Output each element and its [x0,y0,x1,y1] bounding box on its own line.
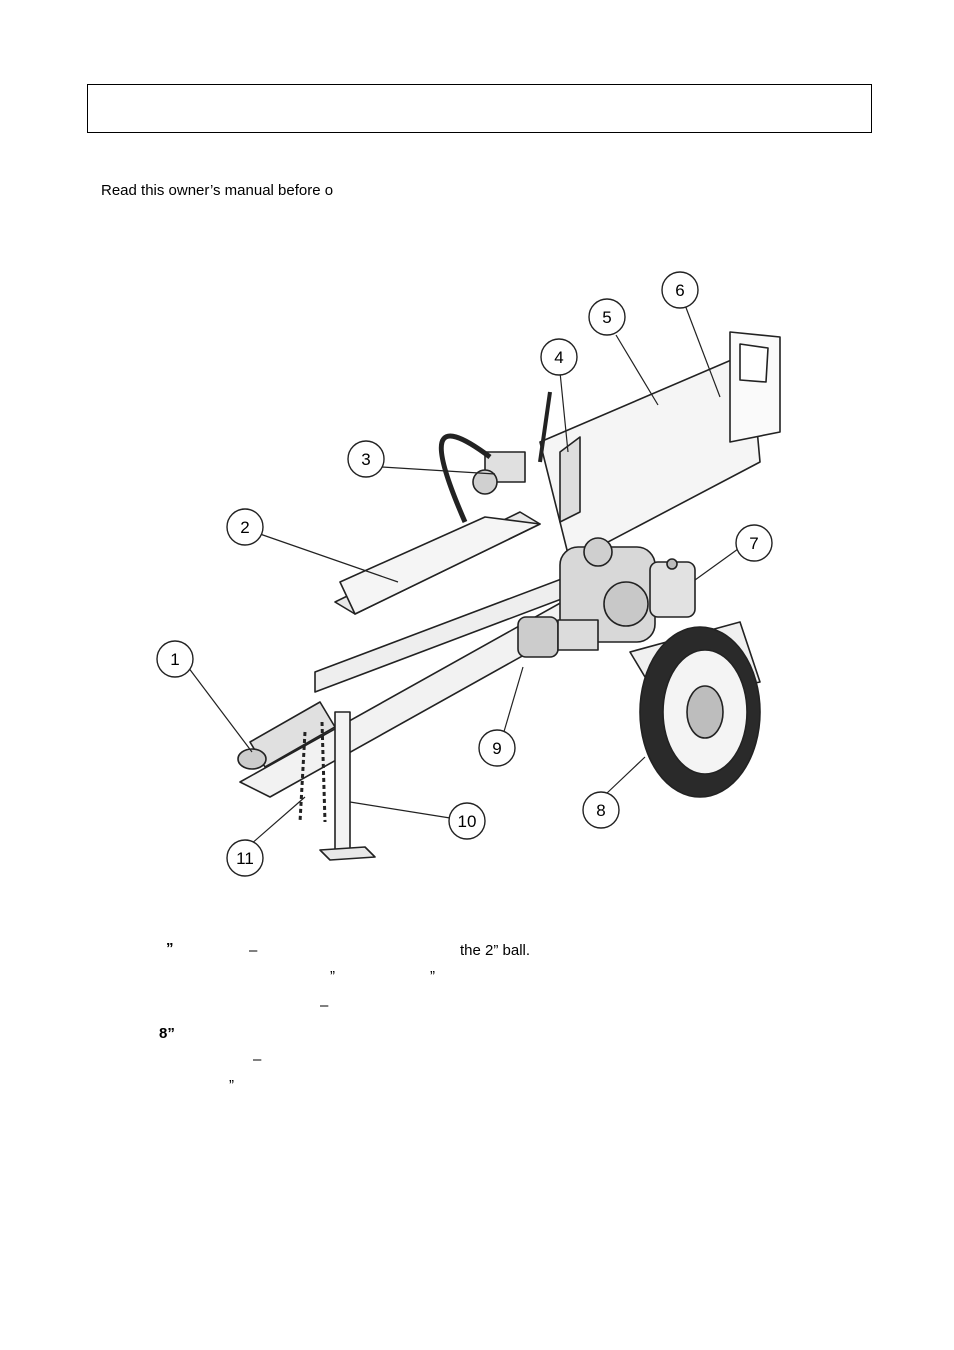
legend-fragment: ” [229,1077,234,1094]
callout-circle-5 [588,298,626,336]
callout-label-10: 10 [458,812,477,831]
callout-circle-1 [156,640,194,678]
callout-label-4: 4 [554,348,563,367]
legend-fragment: ” [330,968,335,985]
callout-circle-9 [478,729,516,767]
legend-fragment: 8” [159,1025,175,1042]
log-splitter-diagram: 1 2 3 4 5 6 7 8 9 10 11 [140,262,830,902]
title-box [87,84,872,133]
callout-circle-4 [540,338,578,376]
legend-fragment: – [249,942,258,959]
callout-circle-2 [226,508,264,546]
callout-label-11: 11 [236,849,254,868]
callout-label-2: 2 [240,518,249,537]
callout-circle-8 [582,791,620,829]
callout-circle-3 [347,440,385,478]
legend-fragment: – [253,1051,262,1068]
callout-label-5: 5 [602,308,611,327]
legend-fragment: ” [166,940,174,957]
legend-fragment: – [320,997,329,1014]
legend-fragment: ” [430,968,435,985]
callout-circle-10 [448,802,486,840]
intro-text: Read this owner’s manual before o [101,182,334,199]
callout-circle-7 [735,524,773,562]
callout-label-1: 1 [170,650,179,669]
callout-circle-11 [226,839,264,877]
callout-label-7: 7 [749,534,758,553]
callout-label-8: 8 [596,801,605,820]
legend-fragment: the 2” ball. [460,942,531,959]
callout-label-9: 9 [492,739,501,758]
callout-label-3: 3 [361,450,370,469]
callout-circle-6 [661,271,699,309]
callout-label-6: 6 [675,281,684,300]
